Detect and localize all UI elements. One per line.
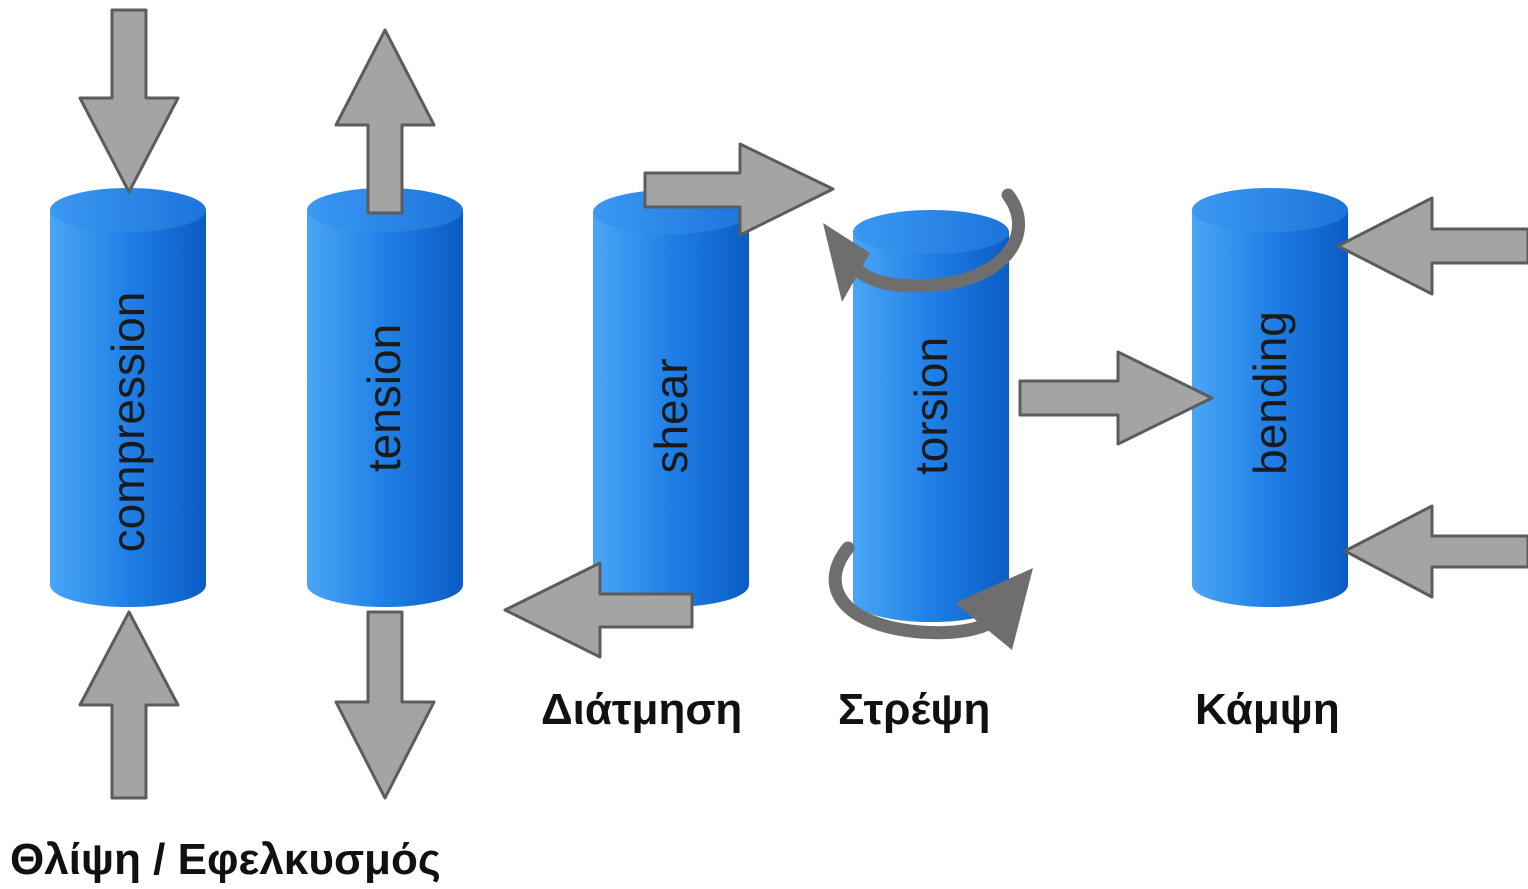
torsion-bottom-arrow bbox=[828, 541, 1033, 650]
bending-label: bending bbox=[1244, 311, 1296, 475]
shear-top-arrow bbox=[643, 142, 835, 237]
compression-top-arrow bbox=[78, 8, 180, 194]
torsion-top-arrow bbox=[823, 188, 1025, 302]
torsion-cylinder: torsion bbox=[853, 210, 1009, 622]
caption-bending: Κάμψη bbox=[1195, 685, 1340, 734]
tension-bottom-arrow bbox=[334, 610, 436, 800]
bending-left-arrow bbox=[1018, 350, 1214, 446]
shear-cylinder: shear bbox=[593, 190, 749, 607]
tension-cylinder: tension bbox=[307, 188, 463, 607]
bending-right-bottom-arrow bbox=[1343, 504, 1528, 599]
tension-top-arrow bbox=[334, 28, 436, 215]
caption-compression-tension: Θλίψη / Εφελκυσμός bbox=[10, 835, 441, 884]
shear-label: shear bbox=[645, 358, 697, 473]
bending-cylinder: bending bbox=[1192, 188, 1348, 607]
caption-shear: Διάτμηση bbox=[541, 685, 743, 734]
compression-bottom-arrow bbox=[78, 610, 180, 800]
tension-label: tension bbox=[358, 324, 410, 472]
compression-label: compression bbox=[102, 292, 154, 553]
compression-cylinder: compression bbox=[50, 188, 206, 607]
caption-torsion: Στρέψη bbox=[838, 685, 991, 734]
bending-right-top-arrow bbox=[1336, 196, 1528, 296]
shear-bottom-arrow bbox=[503, 561, 694, 659]
torsion-label: torsion bbox=[905, 337, 957, 475]
